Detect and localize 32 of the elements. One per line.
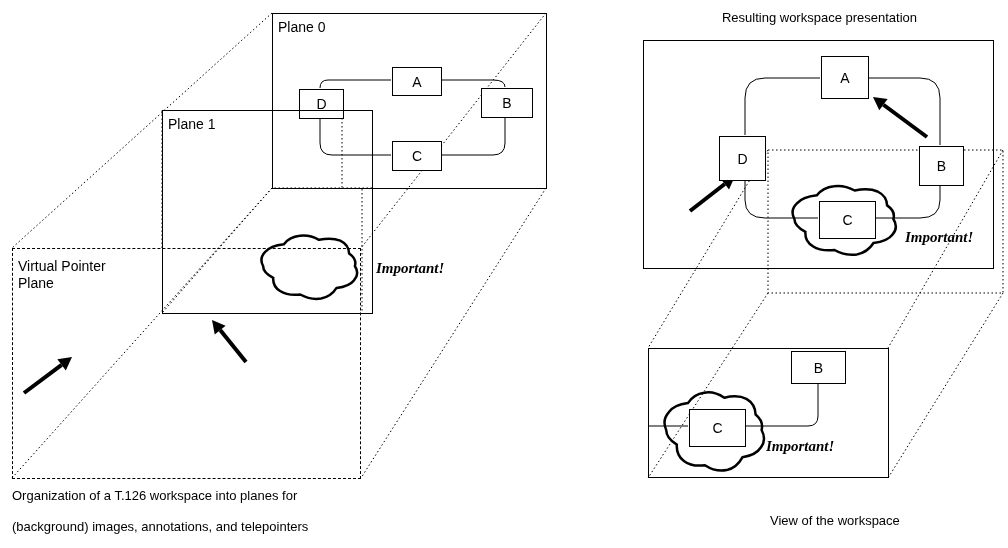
connector-line	[874, 184, 941, 219]
connector-line	[744, 179, 819, 219]
plane-outline	[12, 248, 361, 479]
connector-line	[440, 79, 506, 88]
connector-line	[440, 116, 506, 156]
caption-text: View of the workspace	[770, 512, 901, 530]
plane-title: Resulting workspace presentation	[720, 9, 919, 26]
connector-line	[744, 382, 819, 427]
connector-line	[744, 77, 821, 136]
node-box: C	[819, 201, 876, 239]
plane-outline	[162, 110, 373, 314]
plane-title: Plane 1	[168, 116, 217, 133]
node-box: C	[689, 409, 746, 447]
caption-text: Organization of a T.126 workspace into planes for (background) images, annotations, and telepointers	[12, 487, 310, 536]
node-box: D	[719, 136, 766, 181]
connector-line	[648, 425, 689, 427]
annotation-text: Important!	[905, 229, 974, 246]
node-box: C	[392, 141, 442, 171]
node-box: B	[791, 351, 846, 384]
connector-line	[867, 77, 941, 146]
annotation-text: Important!	[376, 260, 446, 277]
annotation-text: Important!	[766, 438, 835, 455]
node-box: D	[299, 89, 344, 119]
node-box: A	[821, 56, 869, 99]
node-box: B	[481, 88, 533, 118]
connector-line	[319, 117, 392, 156]
node-box: B	[919, 146, 964, 186]
workspace-frame	[648, 348, 889, 478]
plane-title: Virtual Pointer Plane	[18, 258, 107, 292]
plane-title: Plane 0	[278, 19, 327, 36]
node-box: A	[392, 67, 442, 96]
plane-outline	[272, 13, 547, 189]
